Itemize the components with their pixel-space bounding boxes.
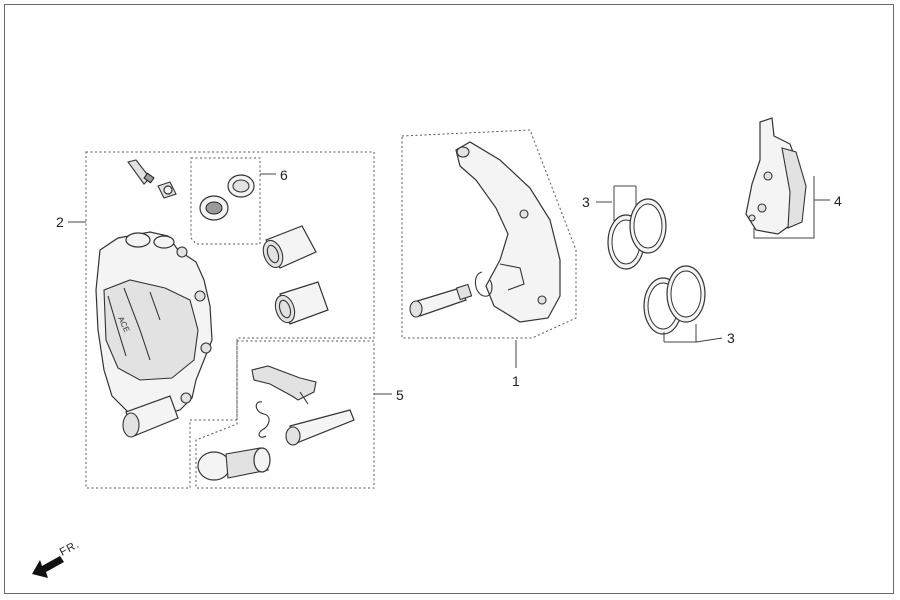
callout-3-lower: 3 [727,330,735,346]
callout-2: 2 [56,214,64,230]
seal-pair-lower [643,265,706,335]
seal-ring-inner [199,195,229,221]
bleed-cap [157,181,177,199]
piston-lower [274,281,329,325]
diagram-frame [4,4,894,594]
group-1-boundary [401,129,577,339]
bleed-screw [127,159,155,185]
circlip [474,271,493,297]
leader-3a [596,185,637,222]
callout-5: 5 [396,387,404,403]
seal-pair-upper [607,198,667,270]
seal-ring-outer [227,174,255,198]
caliper-body: ACE [95,231,213,438]
retaining-clip [255,401,270,438]
group-5-boundary [195,340,375,489]
group-6-boundary [190,157,261,245]
forward-label: FR. [58,538,82,558]
pad-pin [285,409,355,446]
pad-spring [251,365,317,405]
callout-3-upper: 3 [582,194,590,210]
leader-3b [663,324,723,343]
callout-6: 6 [280,167,288,183]
caliper-bracket [455,141,561,323]
callout-4: 4 [834,193,842,209]
leader-4 [753,176,830,239]
callout-1: 1 [512,373,520,389]
brake-pad [745,117,807,235]
plug-bolt [197,447,271,481]
slide-pin [409,283,473,318]
forward-arrow-icon [32,556,64,578]
piston-upper [262,225,317,269]
